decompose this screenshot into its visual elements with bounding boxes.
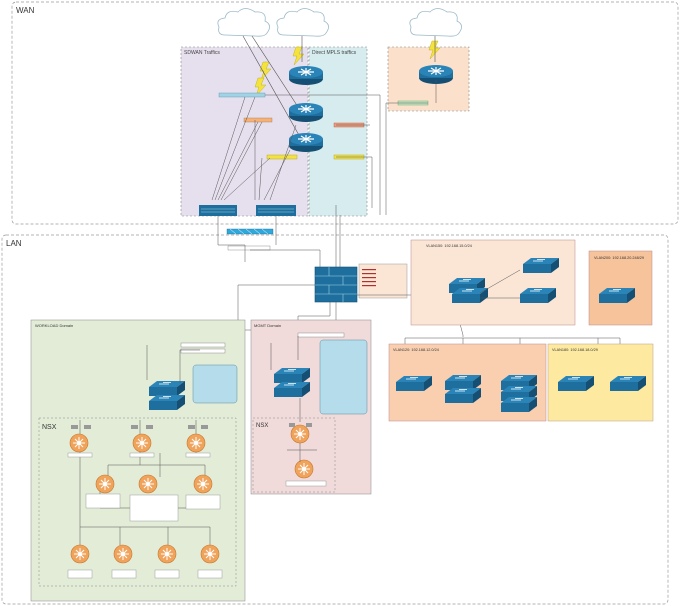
nsx-router-icon [70,544,90,564]
switch-icon [598,287,636,304]
router-icon [288,132,324,153]
switch-icon [273,381,311,398]
switch-icon [148,380,186,397]
nsx-workload-zone [38,417,237,587]
nsx-mgmt-label: NSX [256,423,268,429]
sdwan-label: SDWAN Traffics [184,50,220,56]
sdwan-zone [180,46,309,217]
nsx-mgmt-zone [252,417,336,493]
switch-icon [148,394,186,411]
vlan150-zone [410,239,576,326]
switch-icon [444,387,482,404]
switch-icon [451,287,489,304]
nsx-router-icon [157,544,177,564]
nsx-router-icon [69,433,89,453]
nsx-router-icon [113,544,133,564]
vlan180-label: VLAN180: 192.168.18.0/29 [552,348,598,352]
vlan200-label: VLAN200: 192.168.20.248/29 [594,256,644,260]
switch-icon [609,375,647,392]
switch-icon [273,367,311,384]
switch-icon [522,257,560,274]
switch-icon [500,396,538,413]
nsx-router-icon [132,433,152,453]
sdwan-switch-left [199,205,237,216]
mgmt-label: MGMT Domain [254,323,281,328]
nsx-router-icon [290,424,310,444]
wan-label: WAN [16,6,35,15]
nsx-router-icon [200,544,220,564]
switch-icon [444,374,482,391]
sdwan-switch-right [256,205,296,216]
switch-icon [557,375,595,392]
workload-label: WORKLOAD Domain [35,323,73,328]
lan-label: LAN [6,239,22,248]
vlan150-label: VLAN150: 192.168.15.0/24 [426,244,472,248]
mpls-label: Direct MPLS traffics [312,50,357,56]
vlan120-label: VLAN120: 192.168.12.0/24 [393,348,439,352]
switch-icon [519,287,557,304]
nsx-router-icon [95,474,115,494]
nsx-router-icon [186,433,206,453]
switch-icon [395,375,433,392]
nsx-router-icon [294,459,314,479]
router-icon [288,102,324,123]
firewall-icon [314,266,358,303]
nsx-workload-label: NSX [42,424,57,431]
nsx-router-icon [193,474,213,494]
nsx-router-icon [138,474,158,494]
router-icon [288,65,324,86]
